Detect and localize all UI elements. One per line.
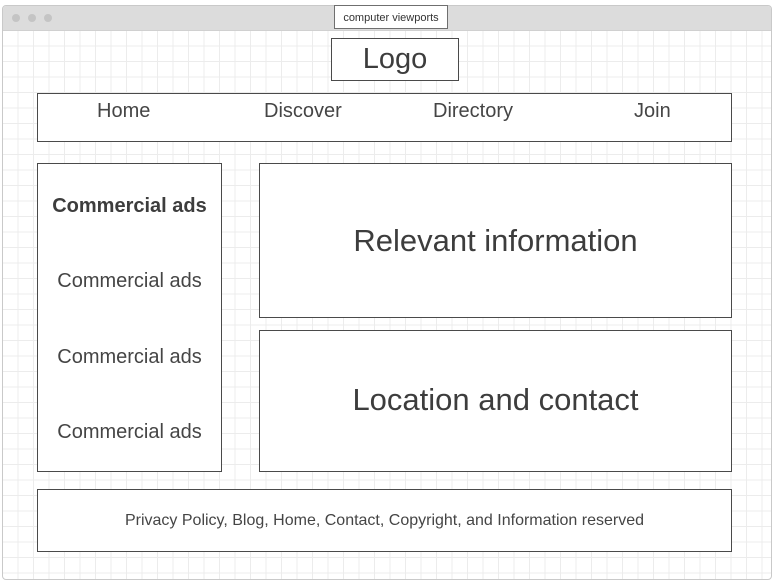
ad-item[interactable]: Commercial ads <box>57 421 202 443</box>
viewport-label: computer viewports <box>334 5 448 29</box>
ad-item[interactable]: Commercial ads <box>52 195 207 217</box>
window-minimize-dot-icon[interactable] <box>28 14 36 22</box>
nav-item-directory[interactable]: Directory <box>433 100 514 122</box>
relevant-information-panel: Relevant information <box>259 163 732 318</box>
nav-item-join[interactable]: Join <box>634 100 671 122</box>
ad-item[interactable]: Commercial ads <box>57 346 202 368</box>
footer: Privacy Policy, Blog, Home, Contact, Cop… <box>37 489 732 552</box>
nav-item-home[interactable]: Home <box>97 100 151 122</box>
ad-item[interactable]: Commercial ads <box>57 270 202 292</box>
location-contact-panel: Location and contact <box>259 330 732 472</box>
logo[interactable]: Logo <box>331 38 459 81</box>
nav-item-discover[interactable]: Discover <box>264 100 342 122</box>
window-maximize-dot-icon[interactable] <box>44 14 52 22</box>
nav-bar: Home Discover Directory Join <box>37 93 732 142</box>
window-close-dot-icon[interactable] <box>12 14 20 22</box>
ads-sidebar: Commercial ads Commercial ads Commercial… <box>37 163 222 472</box>
